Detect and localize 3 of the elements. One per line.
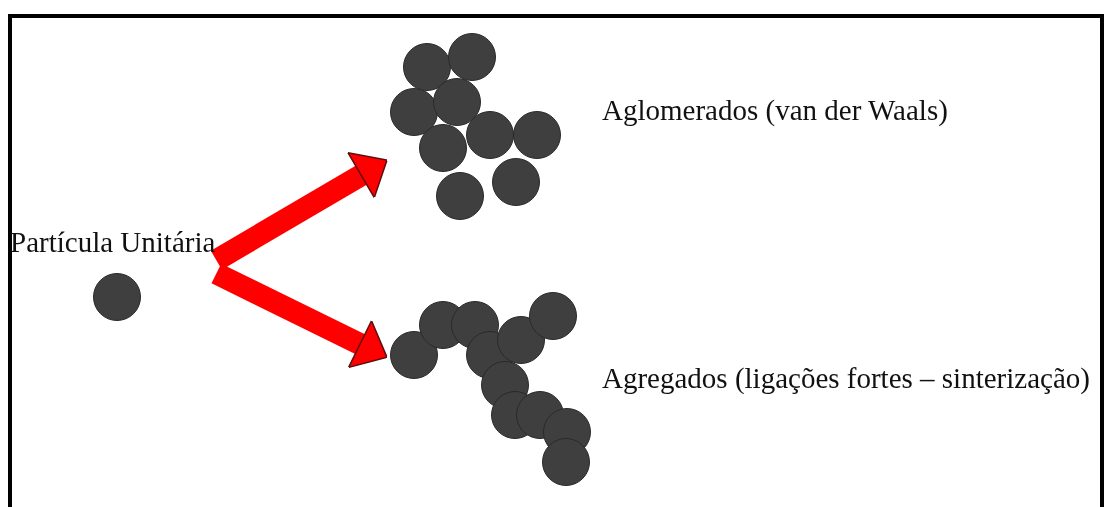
arrow (211, 263, 388, 369)
cluster-caption: Agregados (ligações fortes – sinterização) (602, 362, 1090, 394)
cluster-caption: Aglomerados (van der Waals) (602, 94, 948, 126)
